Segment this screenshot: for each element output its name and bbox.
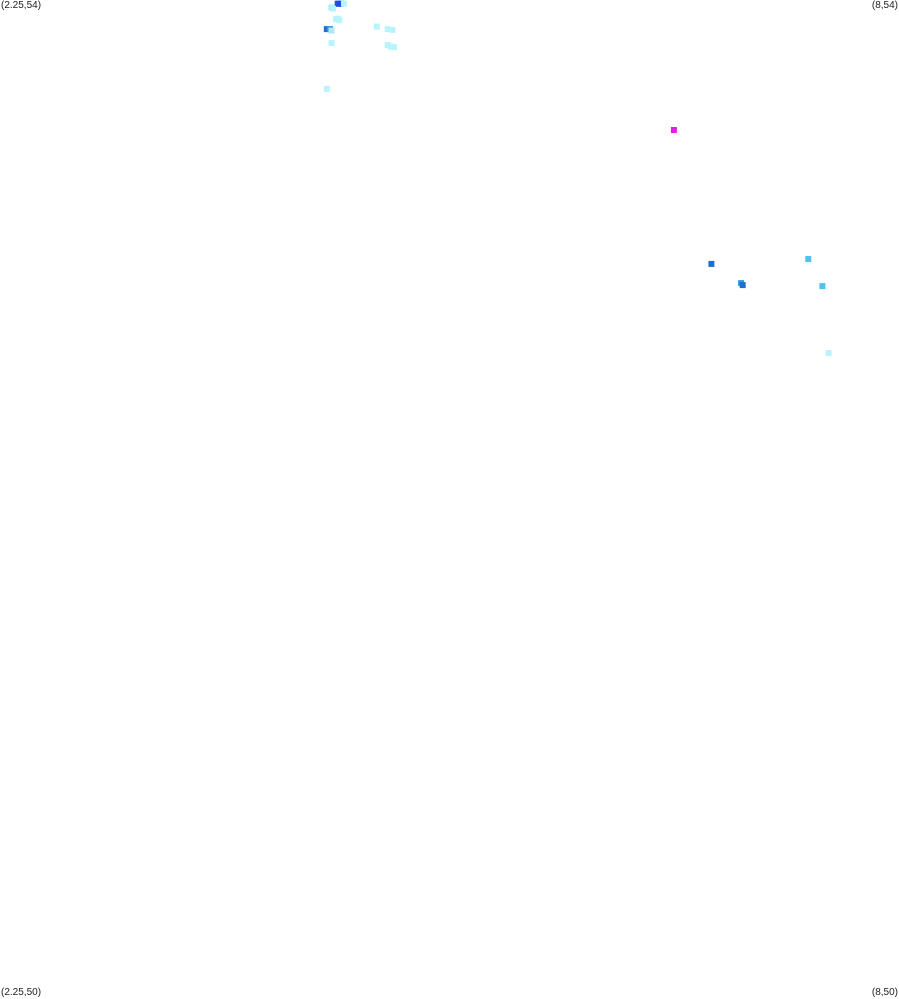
heatmap-cell <box>391 44 397 50</box>
heatmap-cell <box>330 6 336 12</box>
heatmap-cell <box>324 86 330 92</box>
heatmap-cell <box>335 16 341 22</box>
heatmap-cell <box>329 28 335 34</box>
heatmap-cell <box>819 283 825 289</box>
heatmap-cell <box>329 40 335 46</box>
heatmap-cell <box>740 282 746 288</box>
heatmap-cell <box>374 24 380 30</box>
corner-label-top-right: (8,54) <box>872 0 898 12</box>
heatmap-cell <box>826 350 832 356</box>
corner-label-bottom-left: (2.25,50) <box>1 987 41 999</box>
heatmap-cell <box>708 261 714 267</box>
corner-label-bottom-right: (8,50) <box>872 987 898 999</box>
corner-label-top-left: (2.25,54) <box>1 0 41 12</box>
heatmap-cell <box>389 27 395 33</box>
heatmap-cell <box>805 256 811 262</box>
cells-layer <box>324 1 832 356</box>
heatmap-cell <box>671 127 677 133</box>
heatmap-cell <box>341 1 347 7</box>
